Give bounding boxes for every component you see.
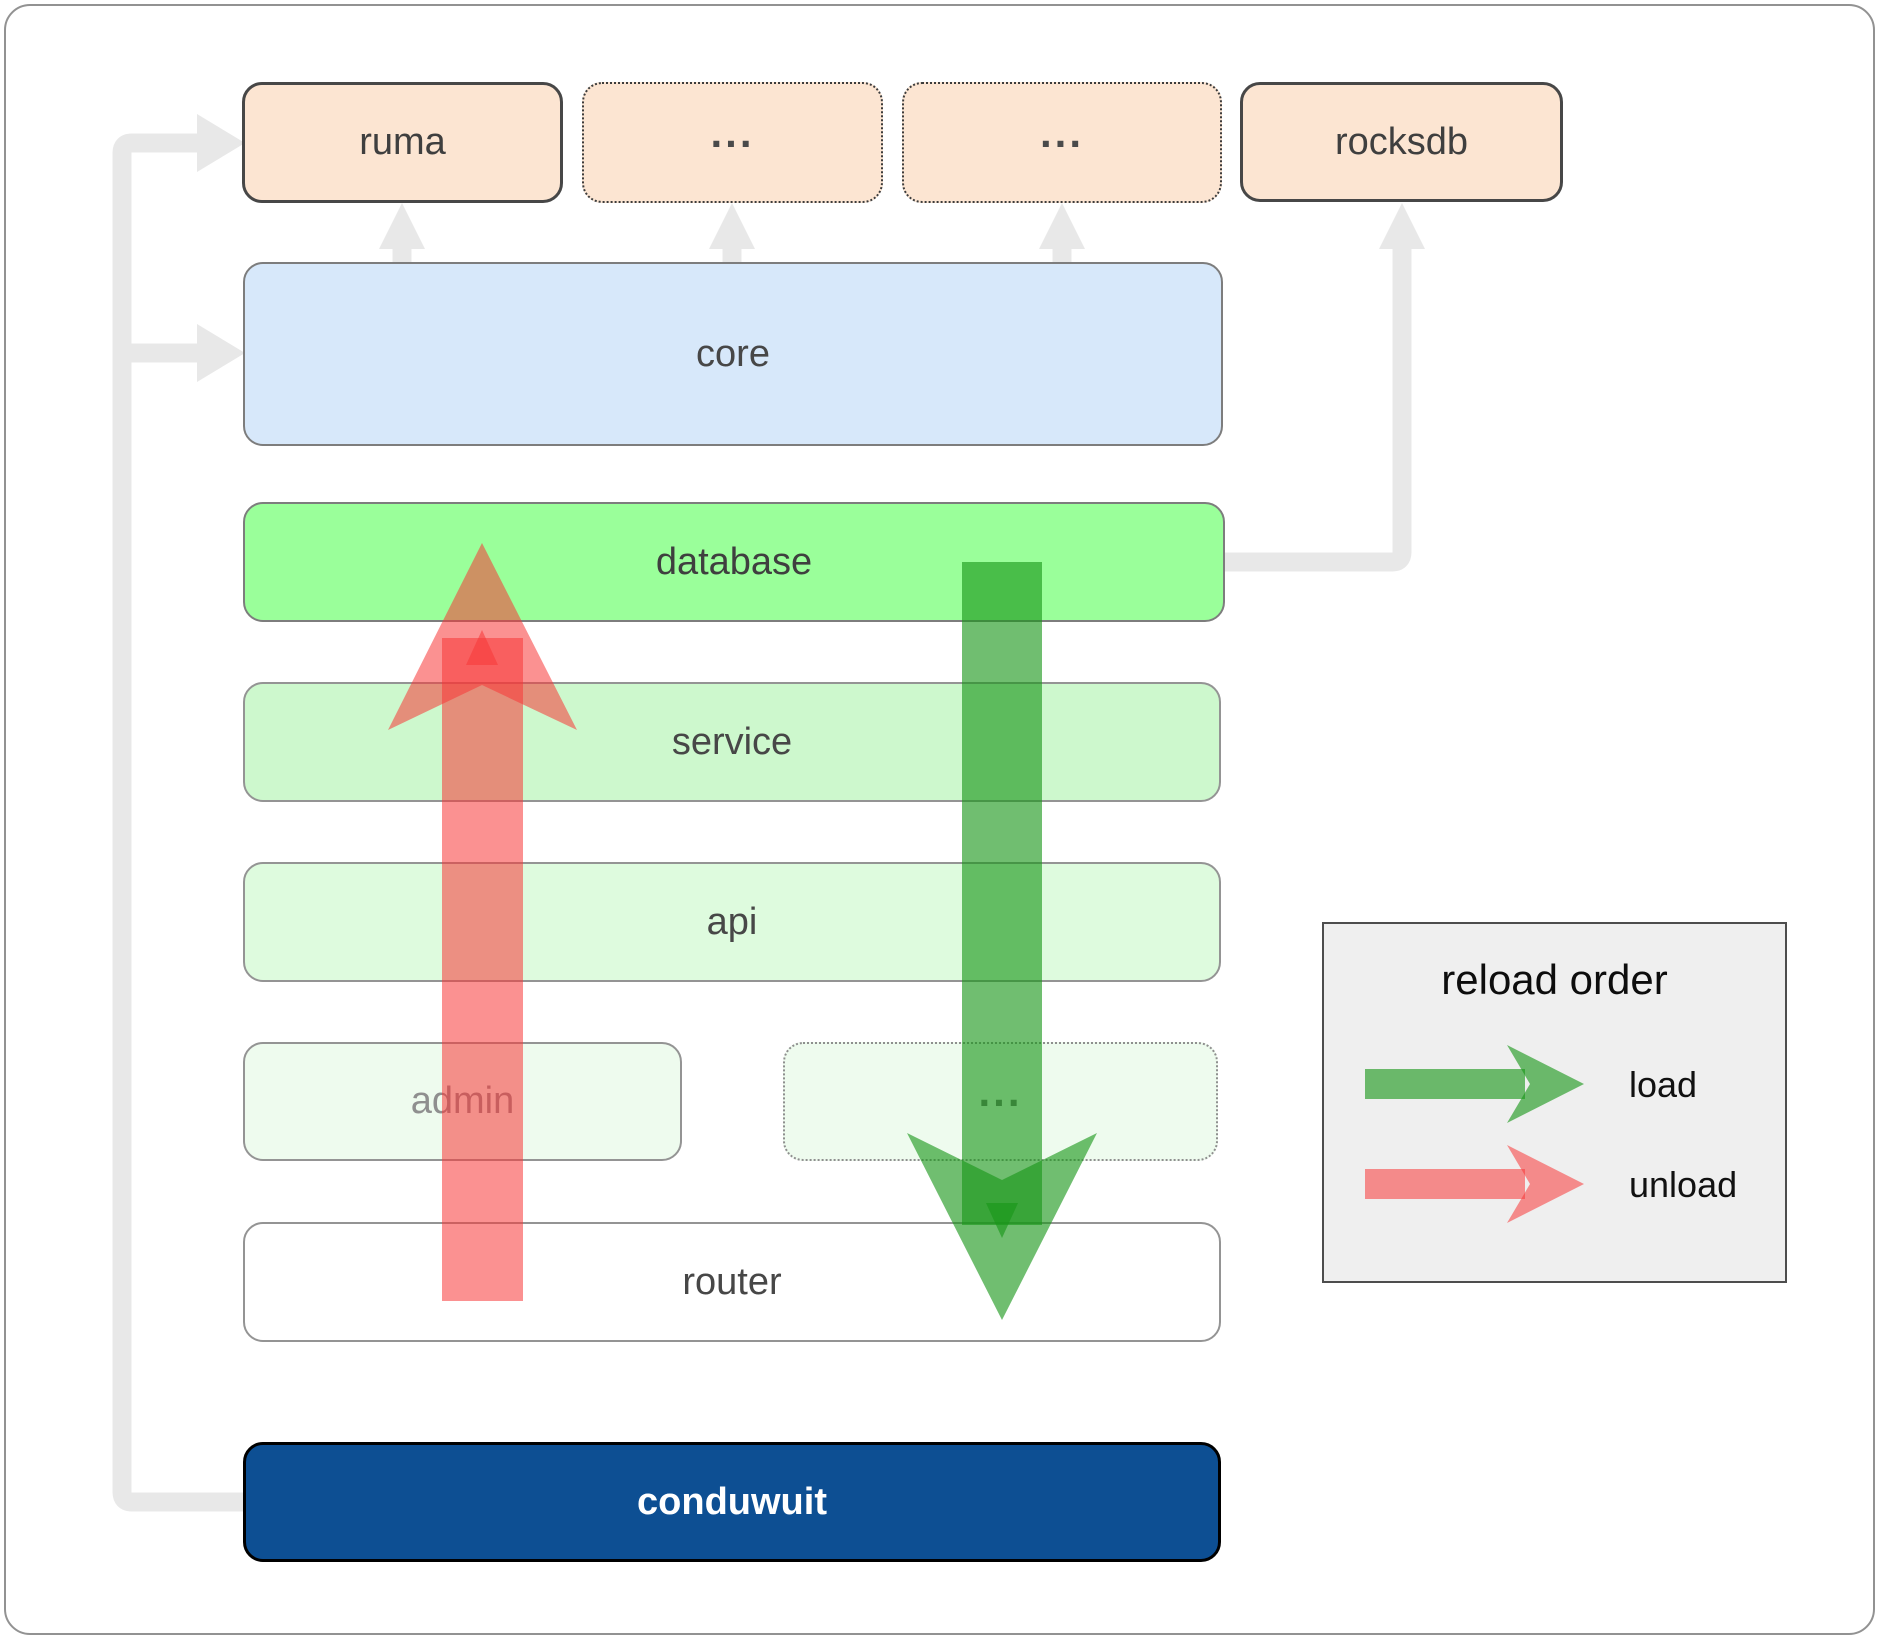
- legend-arrows: [1365, 1045, 1584, 1223]
- box-service: service: [243, 682, 1221, 802]
- box-core-label: core: [696, 332, 770, 375]
- box-database: database: [243, 502, 1225, 622]
- box-conduwuit: conduwuit: [243, 1442, 1221, 1562]
- legend-label-load: load: [1629, 1064, 1698, 1105]
- diagram-outer-frame: [4, 4, 1875, 1635]
- box-core: core: [243, 262, 1223, 446]
- legend-label-unload: unload: [1629, 1164, 1738, 1205]
- box-conduwuit-label: conduwuit: [637, 1480, 827, 1523]
- box-service-label: service: [671, 720, 793, 763]
- legend-title: reload order: [1441, 956, 1668, 1003]
- legend-load-arrow-head-icon: [1507, 1045, 1584, 1123]
- legend-load-arrow-shaft: [1365, 1069, 1525, 1099]
- legend-unload-arrow-head-icon: [1507, 1145, 1584, 1223]
- box-dots-admin: ...: [783, 1042, 1218, 1161]
- box-admin-label: admin: [410, 1080, 515, 1122]
- box-ruma: ruma: [242, 82, 563, 203]
- box-dots-top-2: ...: [902, 82, 1222, 203]
- box-router: router: [243, 1222, 1221, 1342]
- box-dots-top-1-label: ...: [710, 108, 755, 156]
- box-api-label: api: [706, 900, 758, 943]
- box-dots-top-1: ...: [582, 82, 883, 203]
- box-dots-admin-label: ...: [978, 1067, 1023, 1115]
- box-database-label: database: [655, 540, 813, 583]
- box-api: api: [243, 862, 1221, 982]
- box-router-label: router: [682, 1260, 782, 1303]
- box-rocksdb-label: rocksdb: [1334, 120, 1469, 163]
- box-rocksdb: rocksdb: [1240, 82, 1563, 202]
- box-admin: admin: [243, 1042, 682, 1161]
- box-dots-top-2-label: ...: [1039, 108, 1084, 156]
- legend-unload-arrow-shaft: [1365, 1169, 1525, 1199]
- legend: reload order load unload: [1322, 922, 1787, 1283]
- box-ruma-label: ruma: [359, 121, 446, 163]
